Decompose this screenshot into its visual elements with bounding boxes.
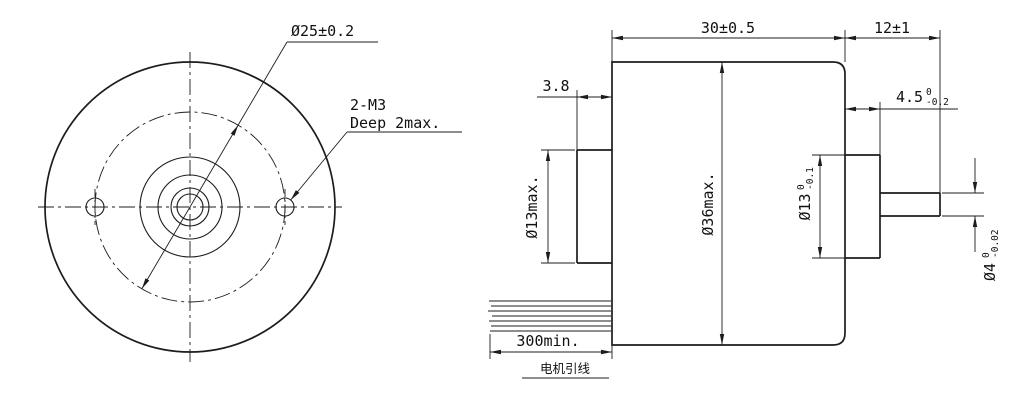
arrowhead [577,94,588,100]
tapped-hole-callout-line2: Deep 2max. [350,114,440,132]
lead-wire-text-label: 电机引线 [540,361,591,376]
arrowhead [290,190,300,200]
motor-body-outline [611,61,846,346]
front-boss-length-label: 3.8 [542,77,569,95]
lead-wire-length-label: 300min. [516,332,579,350]
pilot-circle [157,174,223,240]
rear-boss-length-tol-upper: 0 [926,87,932,98]
dim-shaft-extension: 12±1 [845,19,941,193]
leader-line [141,41,288,290]
bolt-circle-dim-label: Ø25±0.2 [291,22,354,40]
shaft-extension-label: 12±1 [874,19,910,37]
front-view: Ø25±0.2 2-M3 Deep 2max. [38,22,462,362]
arrowhead [490,349,501,355]
leader-line [290,131,348,201]
dim-body-length: 30±0.5 [611,19,846,62]
arrowhead [972,182,978,193]
rear-boss-diameter-label: Ø13 [796,193,814,220]
dim-lead-wire-length: 300min. 电机引线 [489,332,613,379]
arrowhead [601,94,612,100]
lead-wires [488,300,611,332]
dim-rear-boss-length: 4.5 0 -0.2 [845,87,958,155]
shaft-diameter-label: Ø4 [981,263,999,281]
rear-boss-diameter-tol-lower: -0.1 [805,167,816,190]
rear-boss-length-tol-lower: -0.2 [926,97,949,108]
front-boss-circle [139,156,241,258]
body-length-label: 30±0.5 [701,19,755,37]
arrowhead [834,35,845,41]
arrowhead [929,35,940,41]
shaft-hub-circle [170,187,210,227]
arrowhead [972,216,978,227]
motor-outer-circle [44,61,336,353]
arrowhead [719,334,725,345]
arrowhead [545,150,551,161]
dim-front-boss-length: 3.8 [537,77,612,150]
rear-boss-diameter-tol-upper: 0 [796,184,807,190]
dim-rear-boss-diameter: Ø13 0 -0.1 [796,154,845,259]
arrowhead [845,106,856,112]
arrowhead [601,349,612,355]
arrowhead [612,35,623,41]
tapped-hole-callout-line1: 2-M3 [350,96,386,114]
arrowhead [817,155,823,166]
arrowhead [719,62,725,73]
dim-shaft-diameter: Ø4 0 -0.02 [942,158,1001,281]
arrowhead [845,35,856,41]
arrowhead [230,125,239,136]
rear-boss-length-label: 4.5 [896,88,923,106]
body-diameter-label: Ø36max. [699,172,717,235]
shaft-diameter-tol-lower: -0.02 [990,229,1001,258]
shaft-circle [176,193,204,221]
arrowhead [869,106,880,112]
dim-front-boss-diameter: Ø13max. [523,149,575,264]
bolt-circle-dimension: Ø25±0.2 [141,22,378,290]
dim-body-diameter: Ø36max. [699,62,725,345]
side-view: 30±0.5 12±1 3.8 4.5 0 -0.2 [488,19,1001,379]
front-boss-diameter-label: Ø13max. [523,175,541,238]
arrowhead [141,278,150,289]
arrowhead [817,247,823,258]
shaft-diameter-tol-upper: 0 [981,252,992,258]
arrowhead [545,252,551,263]
tapped-hole-callout: 2-M3 Deep 2max. [290,96,462,201]
